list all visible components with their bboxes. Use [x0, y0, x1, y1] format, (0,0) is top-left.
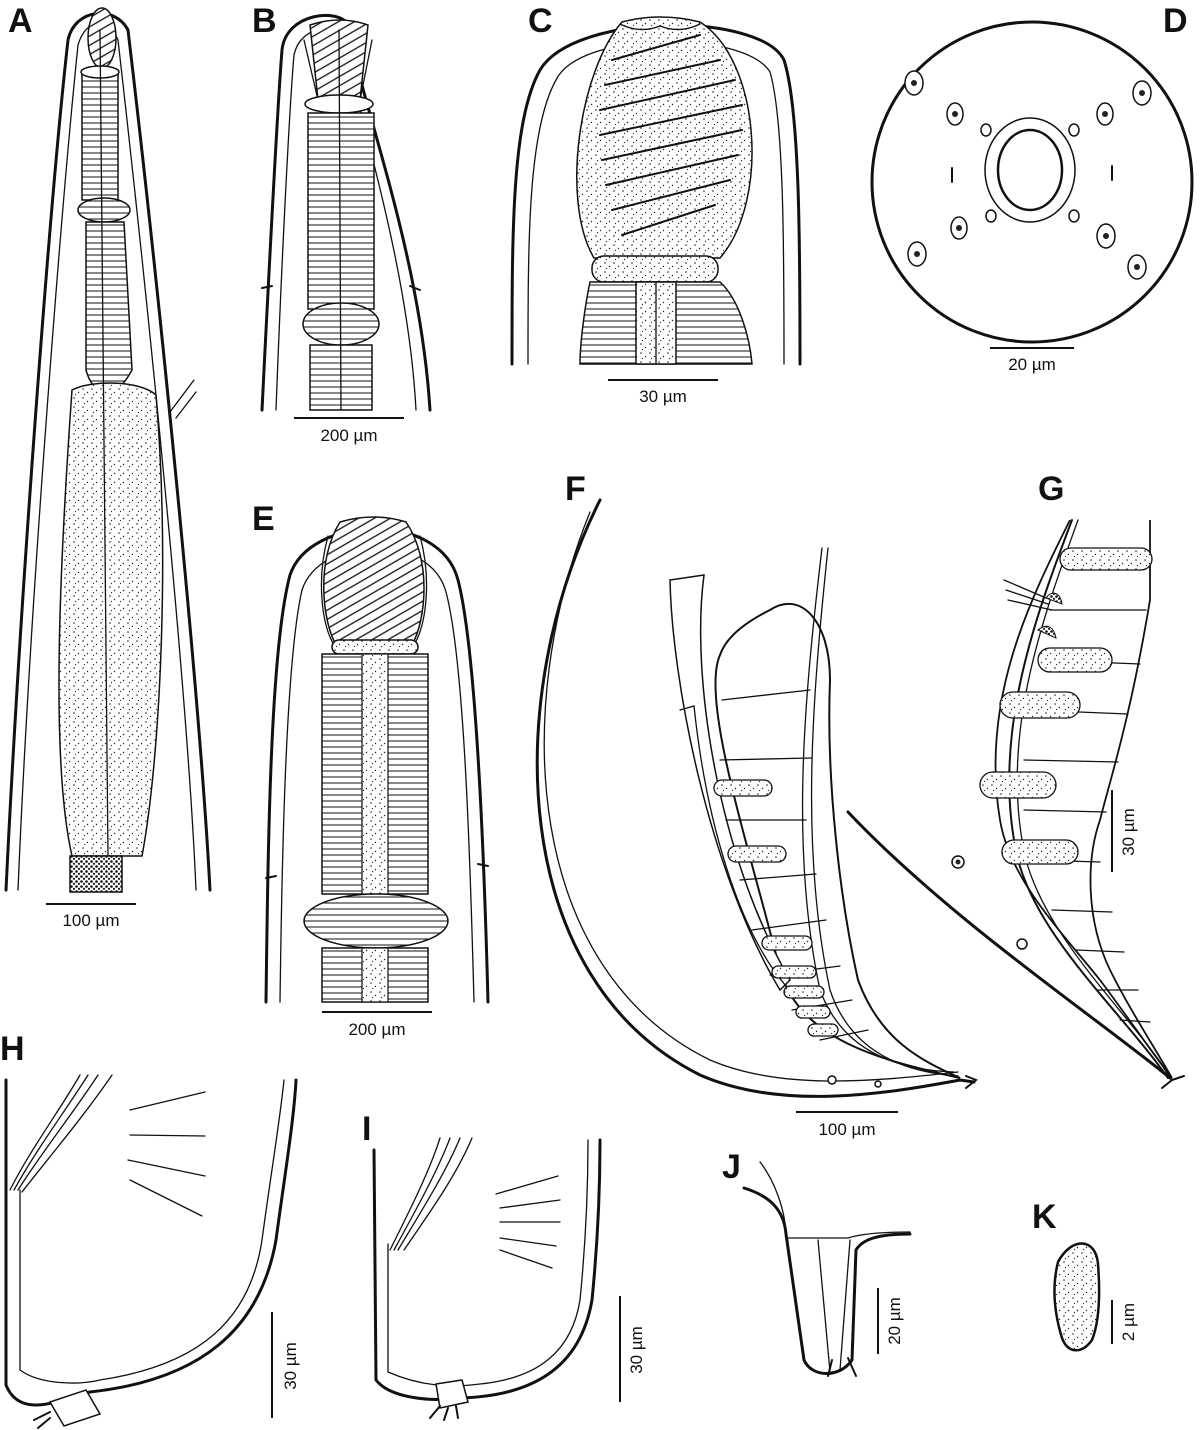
panel-e: E 200 µm [252, 500, 490, 1039]
scale-text-h: 30 µm [281, 1342, 300, 1390]
panel-label-c: C [528, 2, 553, 40]
panel-label-i: I [362, 1110, 371, 1148]
panel-h: H 30 µm [0, 1030, 300, 1429]
panel-b: B 200 µm [252, 2, 432, 445]
panel-c: C 30 µm [510, 2, 802, 406]
panel-c-buccal-ridges [599, 34, 743, 236]
panel-label-h: H [0, 1030, 25, 1068]
panel-label-d: D [1163, 2, 1188, 40]
panel-label-j: J [722, 1148, 741, 1186]
panel-d: D 20 µm [870, 2, 1194, 374]
panel-label-e: E [252, 500, 275, 538]
panel-i: I 30 µm [362, 1110, 646, 1421]
panel-f-body-outline [535, 498, 976, 1098]
panel-label-g: G [1038, 470, 1064, 508]
panel-b-body-outline [260, 13, 432, 412]
scale-text-d: 20 µm [1008, 355, 1056, 374]
scale-text-j: 20 µm [885, 1297, 904, 1345]
panel-f: F 100 µm [535, 470, 978, 1139]
panel-label-k: K [1032, 1198, 1057, 1236]
scale-text-i: 30 µm [627, 1326, 646, 1374]
panel-a: A 100 µm [4, 2, 212, 930]
panel-d-en-face-outline [870, 20, 1194, 344]
panel-label-f: F [565, 470, 586, 508]
panel-d-papillae [904, 70, 1152, 280]
scale-text-g: 30 µm [1119, 808, 1138, 856]
panel-label-a: A [8, 2, 33, 40]
panel-k-cell-outline [1053, 1242, 1101, 1352]
scale-text-f: 100 µm [818, 1120, 875, 1139]
panel-g: G 30 µm [846, 470, 1185, 1089]
panel-label-b: B [252, 2, 277, 40]
scale-text-k: 2 µm [1119, 1303, 1138, 1341]
panel-j-body-outline [742, 1186, 912, 1375]
scale-text-e: 200 µm [348, 1020, 405, 1039]
scale-text-a: 100 µm [62, 911, 119, 930]
scale-text-b: 200 µm [320, 426, 377, 445]
panel-g-body-outline [846, 810, 1172, 1080]
panel-i-body-outline [372, 1138, 602, 1401]
panel-k: K 2 µm [1032, 1198, 1138, 1352]
scale-text-c: 30 µm [639, 387, 687, 406]
panel-j: J 20 µm [722, 1148, 912, 1377]
panel-h-body-outline [4, 1078, 298, 1407]
